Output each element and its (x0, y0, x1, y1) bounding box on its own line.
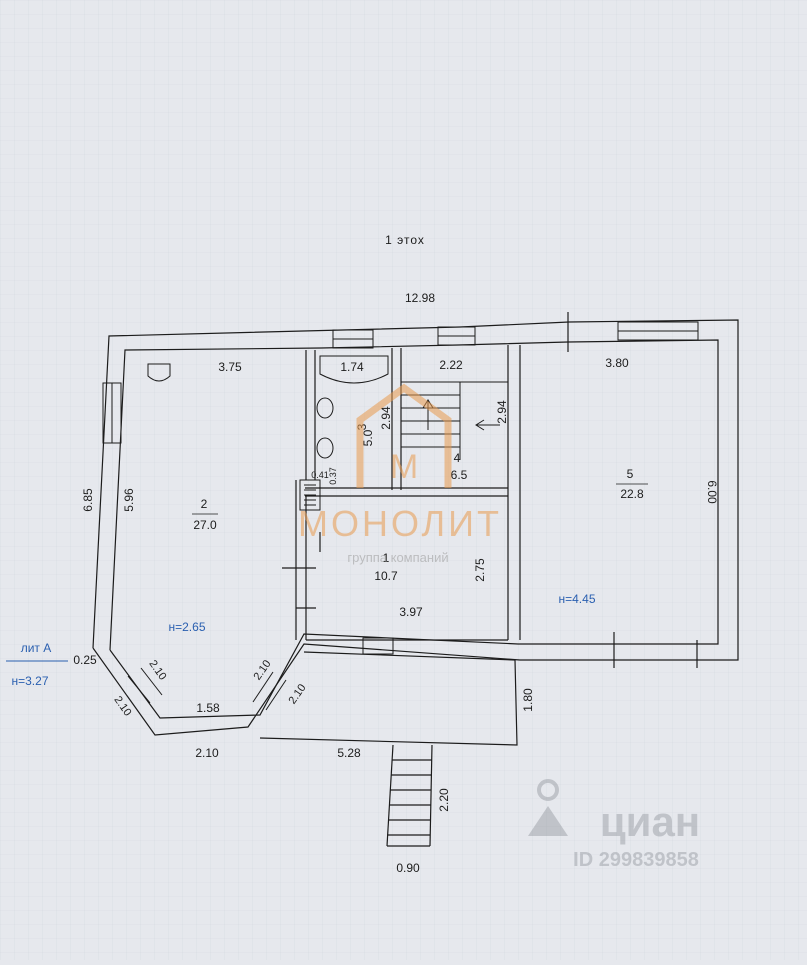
monolit-watermark: М МОНОЛИТ группа компаний (298, 383, 502, 565)
window-5 (362, 637, 394, 655)
watermark-subtitle: группа компаний (347, 550, 448, 565)
dim-3-97: 3.97 (399, 605, 423, 619)
fixtures (147, 355, 389, 511)
dim-0-25: 0.25 (73, 653, 97, 667)
dim-1-58: 1.58 (196, 701, 220, 715)
cian-pin-icon (537, 779, 559, 801)
room-1-number: 1 (383, 551, 390, 565)
entrance-stairs (386, 744, 433, 847)
room-4-area: 6.5 (451, 468, 468, 482)
bathtub (319, 355, 389, 384)
dim-3-75: 3.75 (218, 360, 242, 374)
dim-2-75: 2.75 (473, 558, 487, 582)
dim-2-22: 2.22 (439, 358, 463, 372)
room-5-height: н=4.45 (559, 592, 596, 606)
room-2-area: 27.0 (193, 518, 217, 532)
house-logo-icon (356, 383, 452, 488)
toilet (316, 437, 334, 459)
room-labels: 2 27.0 3 5.0 4 6.5 5 22.8 1 10.7 (192, 423, 648, 583)
room-2-height: н=2.65 (169, 620, 206, 634)
dim-2-94-a: 2.94 (379, 406, 393, 430)
floor-title: 1 этох (385, 233, 425, 247)
dim-5-28: 5.28 (337, 746, 361, 760)
sink (316, 397, 334, 419)
room-4-number: 4 (454, 451, 461, 465)
dim-2-20: 2.20 (437, 788, 451, 812)
dim-0-37: 0.37 (328, 467, 338, 485)
inner-staircase (401, 381, 508, 460)
room-5-area: 22.8 (620, 487, 644, 501)
dim-2-10-e: 2.10 (195, 746, 219, 760)
windows (102, 321, 699, 711)
dim-0-90: 0.90 (396, 861, 420, 875)
dim-5-96: 5.96 (122, 488, 136, 512)
boiler-fixture (147, 363, 171, 382)
lit-height: н=3.27 (12, 674, 49, 688)
terrace (259, 651, 518, 746)
room-1-area: 10.7 (374, 569, 398, 583)
interior-walls (295, 345, 521, 641)
room-5-number: 5 (627, 467, 634, 481)
watermark-logo-letter: М (390, 448, 418, 486)
dim-2-94-b: 2.94 (495, 400, 509, 424)
watermark-brand: МОНОЛИТ (298, 503, 502, 544)
door-ticks (282, 312, 698, 668)
overall-width-dim: 12.98 (405, 291, 435, 305)
cian-watermark: циан ID 299839858 (528, 779, 700, 871)
cian-brand: циан (600, 798, 700, 845)
dim-6-00: 6.00 (705, 480, 719, 504)
dim-1-74: 1.74 (340, 360, 364, 374)
lit-label: лит А н=3.27 (6, 641, 68, 688)
dim-0-41: 0.41 (311, 470, 329, 480)
lit-name: лит А (21, 641, 52, 655)
dim-6-85: 6.85 (81, 488, 95, 512)
room-3-area: 5.0 (361, 429, 375, 446)
radiator (299, 479, 321, 511)
dim-3-80: 3.80 (605, 356, 629, 370)
dim-1-80: 1.80 (521, 688, 535, 712)
cian-id: ID 299839858 (573, 849, 699, 871)
room-2-number: 2 (201, 497, 208, 511)
